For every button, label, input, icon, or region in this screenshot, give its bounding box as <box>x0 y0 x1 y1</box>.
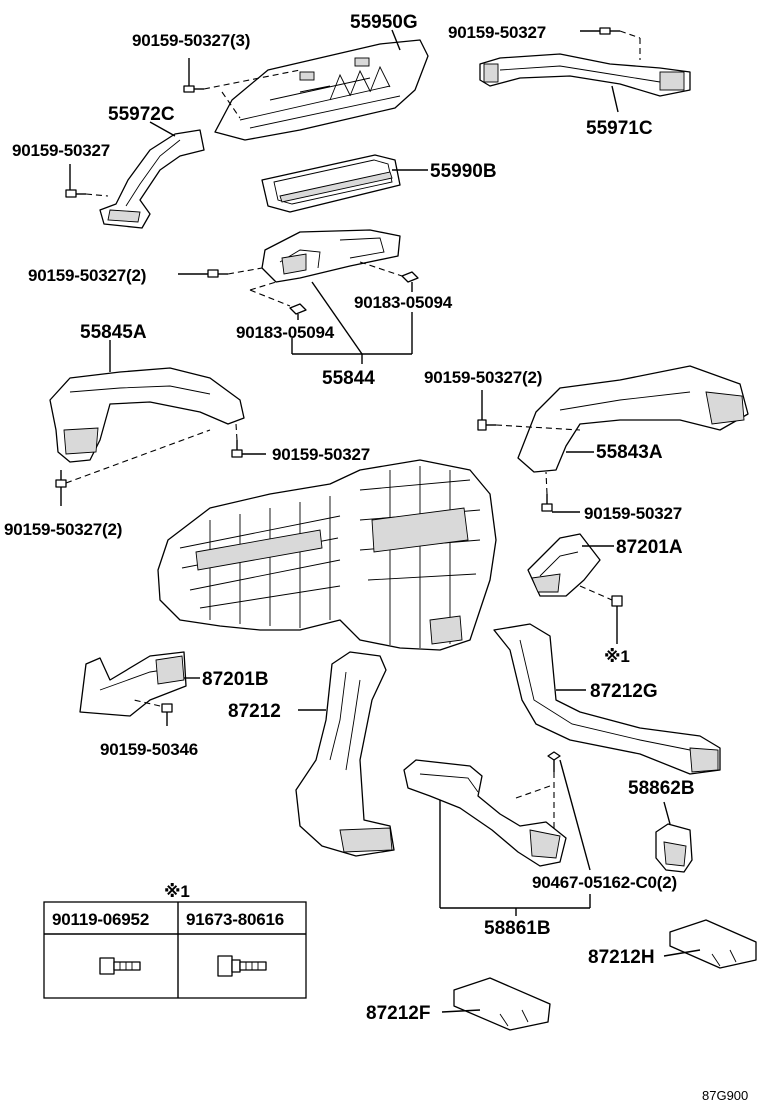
bolt-icon <box>207 269 228 278</box>
bolt-icon <box>611 595 623 616</box>
bolt-icon <box>217 955 267 977</box>
label-90183-05094-right: 90183-05094 <box>354 293 453 312</box>
part-87212G-drawing <box>493 623 721 775</box>
label-90159-50327-2-bottom-left: 90159-50327(2) <box>4 520 122 539</box>
part-55971C-drawing <box>479 53 691 97</box>
clip-icon <box>547 751 561 772</box>
part-58861B-drawing <box>403 759 567 867</box>
label-90159-50327-3: 90159-50327(3) <box>132 31 250 50</box>
label-90159-50327-right: 90159-50327 <box>584 504 682 523</box>
diagram-code: 87G900 <box>702 1088 748 1103</box>
label-55843A: 55843A <box>596 442 663 463</box>
bolt-icon <box>231 440 243 458</box>
bolt-icon <box>541 494 553 512</box>
label-87212: 87212 <box>228 701 281 722</box>
bolt-icon <box>99 957 141 975</box>
bolt-icon <box>599 27 620 35</box>
clip-icon <box>401 271 419 283</box>
label-55972C: 55972C <box>108 104 175 125</box>
part-87212-drawing <box>295 651 395 857</box>
label-90467-05162-C0-2: 90467-05162-C0(2) <box>532 873 677 892</box>
label-90159-50327-mid: 90159-50327 <box>272 445 370 464</box>
note-mark-1: ※1 <box>604 647 630 666</box>
label-90183-05094-left: 90183-05094 <box>236 323 335 342</box>
label-55950G: 55950G <box>350 12 418 33</box>
label-55990B: 55990B <box>430 161 497 182</box>
label-90159-50327-2-a: 90159-50327(2) <box>28 266 146 285</box>
part-87212F-drawing <box>453 977 551 1031</box>
label-58861B: 58861B <box>484 918 551 939</box>
part-87212H-drawing <box>669 919 757 969</box>
clip-icon <box>289 303 307 315</box>
label-55844: 55844 <box>322 368 375 389</box>
fastener-table <box>43 901 307 999</box>
bolt-icon <box>477 419 496 431</box>
label-90159-50327-top-right: 90159-50327 <box>448 23 546 42</box>
bolt-icon <box>65 189 86 198</box>
bolt-icon <box>161 703 173 726</box>
table-col1-part: 90119-06952 <box>52 910 149 929</box>
part-55845A-drawing <box>49 367 245 463</box>
part-55843A-drawing <box>517 365 749 473</box>
label-87201A: 87201A <box>616 537 683 558</box>
label-90159-50327-2-b: 90159-50327(2) <box>424 368 542 387</box>
table-note-mark: ※1 <box>164 882 190 901</box>
part-87201B-drawing <box>79 651 187 717</box>
bolt-icon <box>55 470 67 488</box>
label-55971C: 55971C <box>586 118 653 139</box>
part-55990B-drawing <box>261 154 401 213</box>
label-87201B: 87201B <box>202 669 269 690</box>
label-87212F: 87212F <box>366 1003 430 1024</box>
label-90159-50327-left: 90159-50327 <box>12 141 110 160</box>
table-col2-part: 91673-80616 <box>186 910 284 929</box>
part-55972C-drawing <box>99 129 205 229</box>
label-58862B: 58862B <box>628 778 695 799</box>
label-55845A: 55845A <box>80 322 147 343</box>
part-87201A-drawing <box>527 533 601 597</box>
label-90159-50346: 90159-50346 <box>100 740 198 759</box>
label-87212G: 87212G <box>590 681 658 702</box>
part-58862B-drawing <box>655 823 693 873</box>
part-55950G-drawing <box>214 39 429 141</box>
part-55844-drawing <box>261 229 401 283</box>
hvac-unit-drawing <box>157 459 497 651</box>
label-87212H: 87212H <box>588 947 655 968</box>
bolt-icon <box>183 76 204 93</box>
